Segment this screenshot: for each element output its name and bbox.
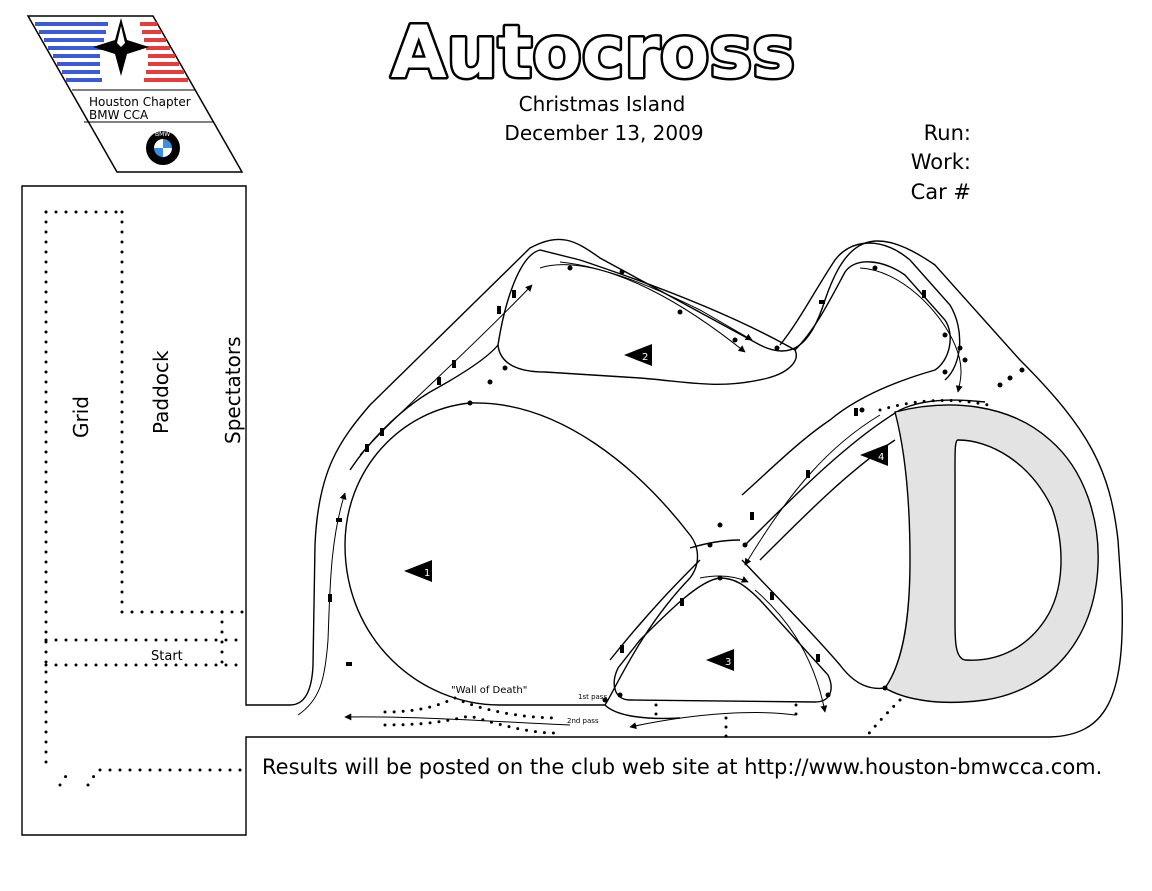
- station-2-number: 2: [642, 352, 648, 363]
- event-date: December 13, 2009: [504, 121, 703, 145]
- first-pass-label: 1st pass: [578, 693, 607, 701]
- driving-line: [297, 261, 963, 730]
- results-footer: Results will be posted on the club web s…: [262, 755, 1102, 779]
- station-1-number: 1: [424, 568, 430, 579]
- event-location: Christmas Island: [519, 92, 686, 116]
- cone-rows: [383, 398, 994, 740]
- roundel-text: BMW: [155, 131, 170, 138]
- skidpad-d-shape: [883, 404, 1099, 704]
- page-title: Autocross: [391, 10, 795, 94]
- logo-line2: BMW CCA: [89, 108, 149, 122]
- bmw-roundel-icon: BMW: [146, 131, 180, 165]
- logo-stripes: [35, 22, 188, 82]
- run-label: Run:: [924, 121, 971, 145]
- wall-of-death-label: "Wall of Death": [451, 685, 527, 696]
- station-marker-1: 1: [404, 560, 432, 582]
- paddock-dotted-lines: [44, 210, 248, 787]
- station-marker-2: 2: [624, 344, 652, 366]
- station-3-number: 3: [725, 657, 731, 668]
- paddock-label: Paddock: [149, 350, 173, 434]
- course-track: [344, 242, 986, 720]
- spectators-label: Spectators: [221, 336, 245, 444]
- lot-outline: [21, 185, 1123, 836]
- cone-markers: [467, 265, 1025, 703]
- start-label: Start: [151, 649, 183, 664]
- club-logo: Houston Chapter BMW CCA BMW: [26, 15, 244, 173]
- work-label: Work:: [911, 150, 971, 174]
- car-number-label: Car #: [911, 180, 971, 204]
- logo-line1: Houston Chapter: [89, 95, 191, 109]
- station-4-number: 4: [878, 452, 884, 463]
- grid-label: Grid: [69, 396, 93, 438]
- page-title-fill: Autocross: [391, 10, 795, 94]
- pointer-cones: [328, 290, 926, 666]
- station-marker-4: 4: [860, 444, 888, 466]
- station-marker-3: 3: [706, 649, 734, 671]
- second-pass-label: 2nd pass: [567, 717, 599, 725]
